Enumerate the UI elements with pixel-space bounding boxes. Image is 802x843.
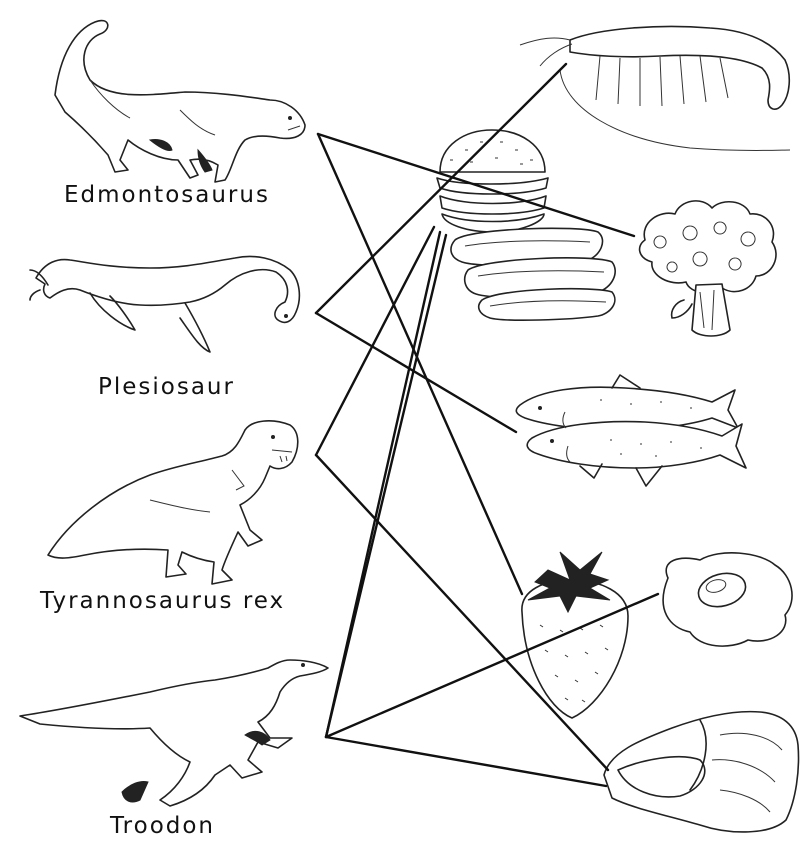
burger-hotdogs-icon (437, 130, 615, 320)
label-tyrannosaurus-rex: Tyrannosaurus rex (40, 588, 285, 614)
tyrannosaurus-icon (48, 421, 298, 584)
label-plesiosaur: Plesiosaur (98, 374, 235, 400)
line-troodon-steak (326, 737, 606, 786)
line-plesiosaur-salmon (316, 313, 516, 432)
edmontosaurus-icon (55, 21, 305, 182)
shrimp-icon (520, 27, 790, 151)
steak-icon (604, 712, 799, 832)
broccoli-icon (640, 201, 776, 336)
label-troodon: Troodon (110, 813, 215, 839)
label-edmontosaurus: Edmontosaurus (64, 182, 270, 208)
plesiosaur-icon (30, 257, 299, 353)
salmon-icon (516, 375, 746, 486)
troodon-icon (20, 660, 328, 806)
fried-egg-icon (663, 553, 792, 646)
